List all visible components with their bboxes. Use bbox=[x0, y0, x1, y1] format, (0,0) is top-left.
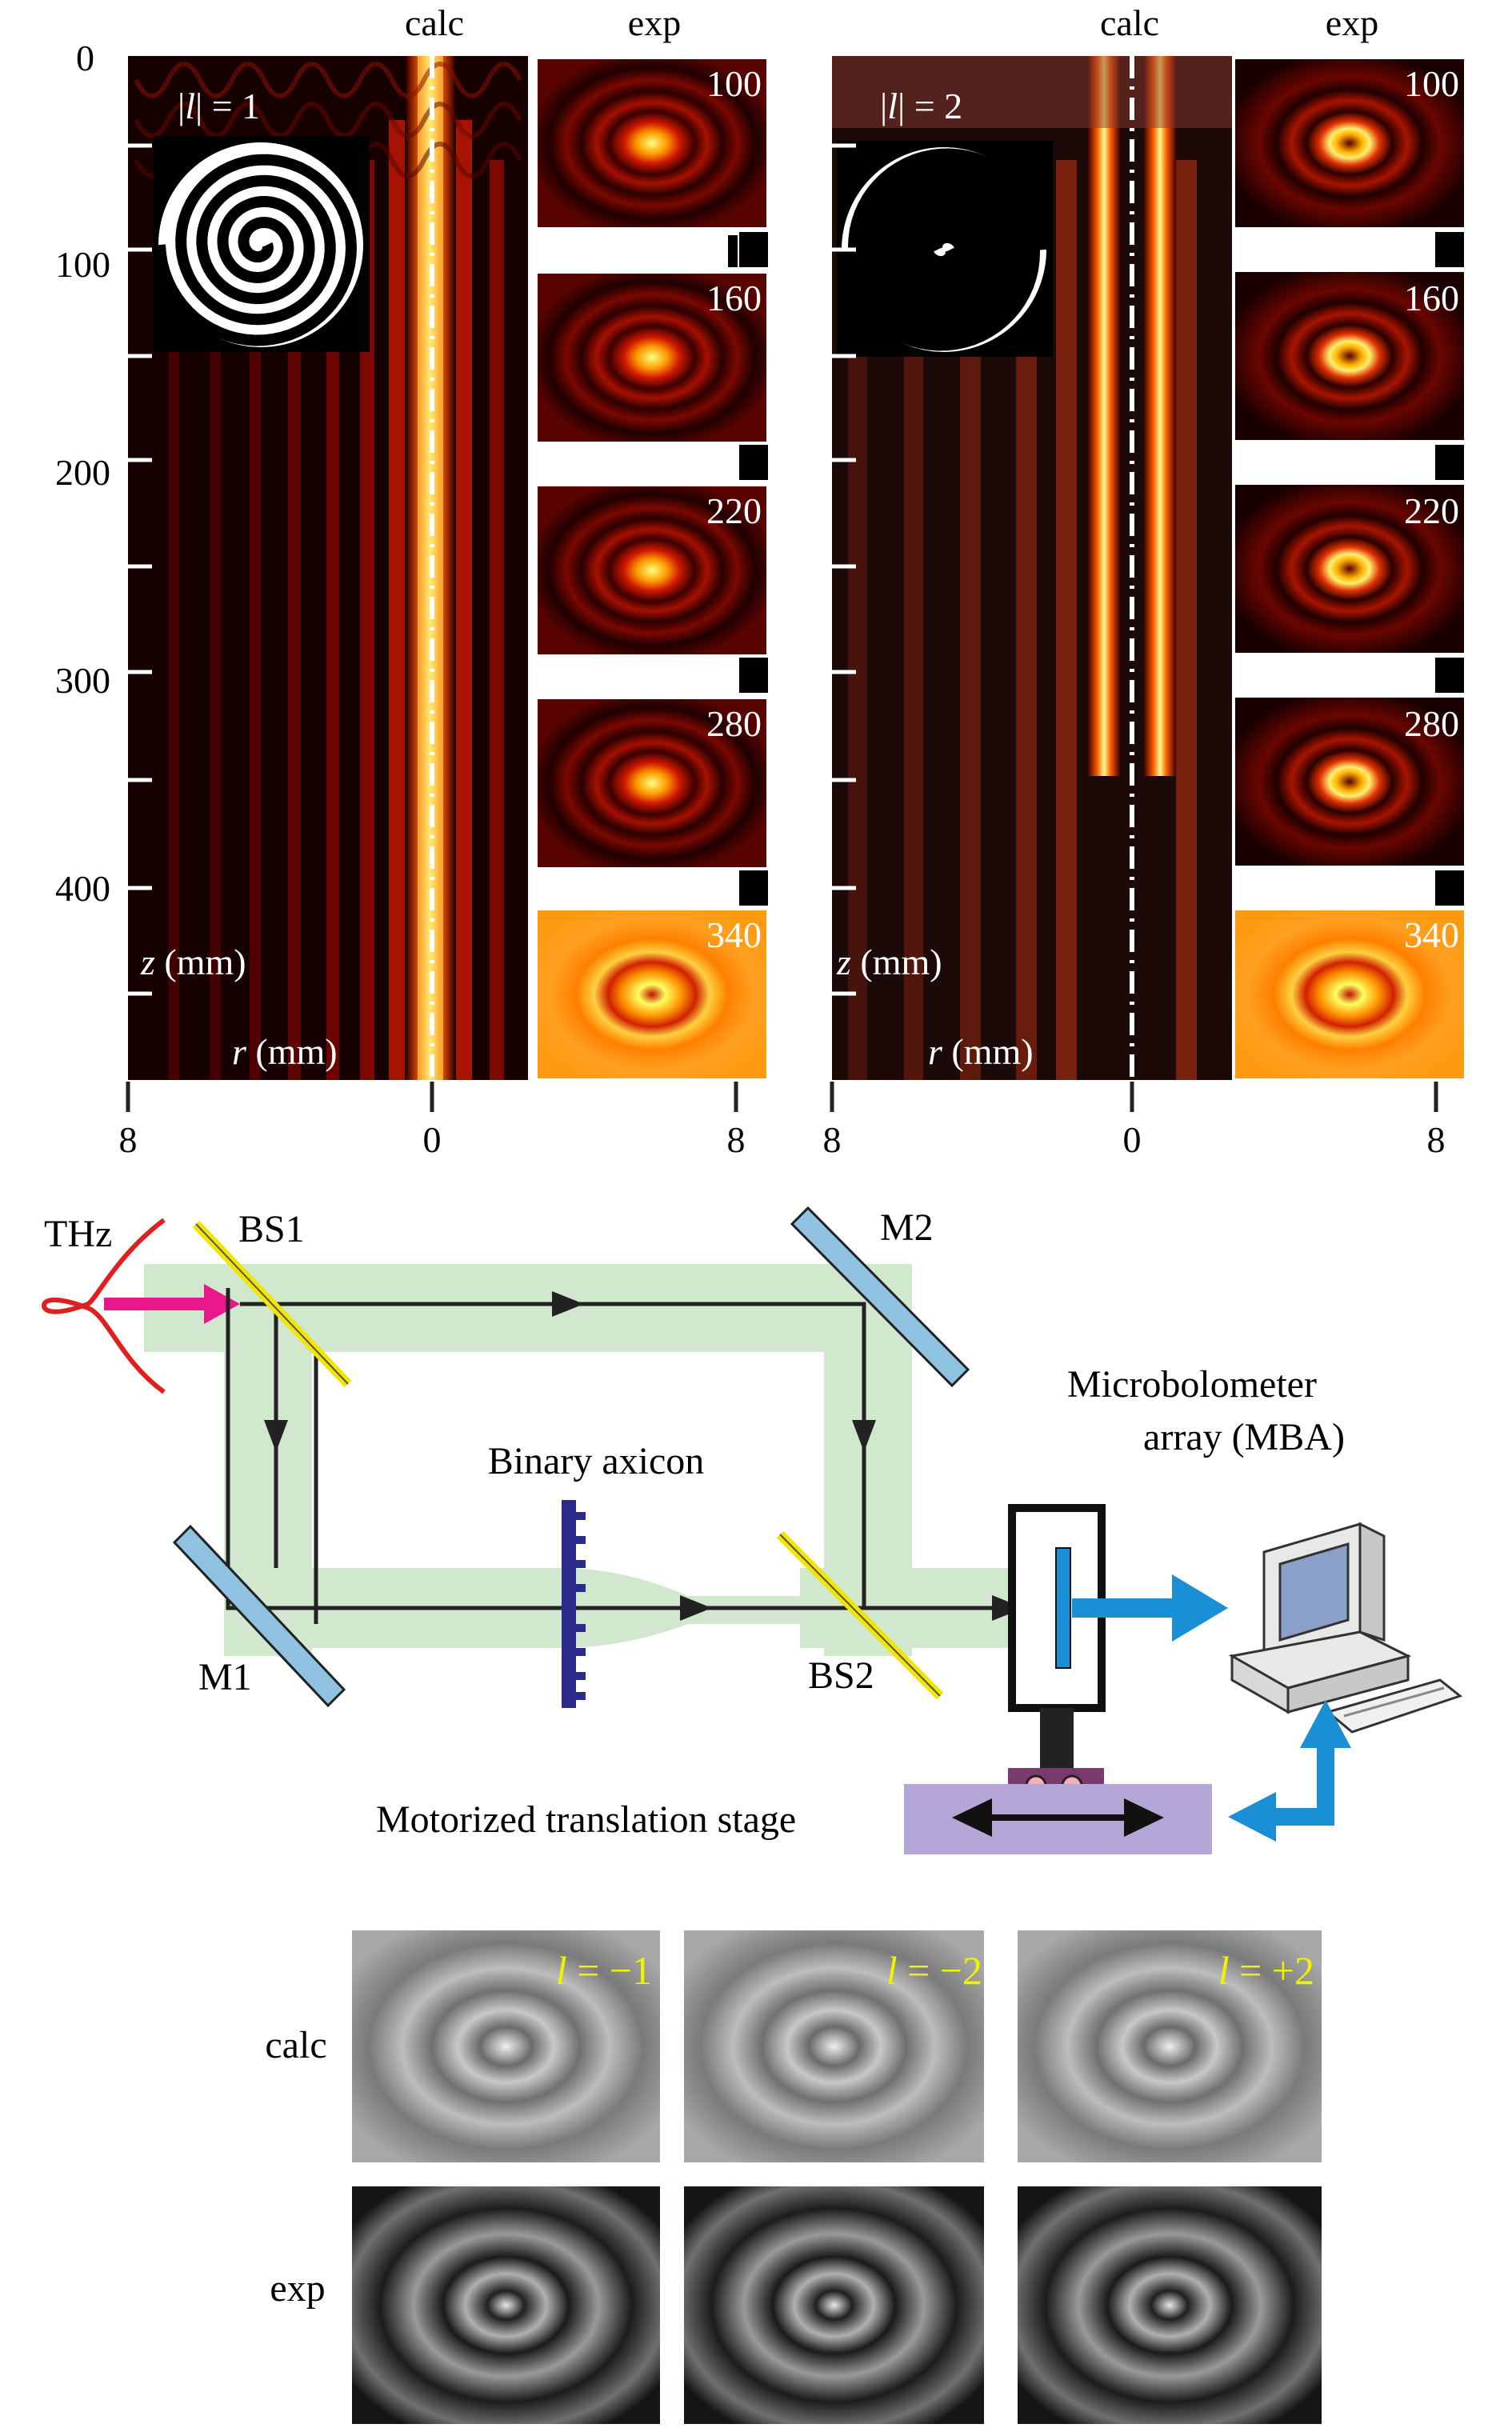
svg-text:l = −1: l = −1 bbox=[556, 1948, 652, 1993]
right-z-ticks bbox=[832, 143, 856, 996]
calc-panel-l-minus2: l = −2 bbox=[684, 1930, 984, 2162]
left-exp-inset-100: 100 bbox=[534, 56, 768, 267]
exp-panel-l-minus1 bbox=[352, 2186, 660, 2424]
svg-text:220: 220 bbox=[1404, 490, 1459, 531]
axicon-label: Binary axicon bbox=[488, 1440, 705, 1482]
right-exp-header: exp bbox=[1326, 2, 1378, 43]
bs2-label: BS2 bbox=[808, 1654, 874, 1697]
m2-label: M2 bbox=[880, 1206, 934, 1249]
stage-label: Motorized translation stage bbox=[376, 1798, 796, 1841]
left-z-axis-title: z (mm) bbox=[140, 942, 246, 982]
right-exp-inset-160: 160 bbox=[1232, 269, 1466, 443]
exp-panel-l-minus2 bbox=[684, 2186, 984, 2424]
left-r-tick-8a: 8 bbox=[119, 1119, 138, 1160]
z-tick-100: 100 bbox=[55, 244, 110, 285]
left-exp-inset-340: 340 bbox=[534, 907, 768, 1082]
bottom-exp-row bbox=[352, 2186, 1322, 2424]
left-r-tick-8b: 8 bbox=[727, 1119, 746, 1160]
left-r-axis: 8 0 8 bbox=[119, 1082, 746, 1160]
svg-text:100: 100 bbox=[1404, 63, 1459, 104]
left-r-tick-0: 0 bbox=[423, 1119, 442, 1160]
right-exp-inset-280: 280 bbox=[1232, 694, 1466, 869]
control-arrows bbox=[1228, 1700, 1351, 1842]
thz-pulse-curve bbox=[41, 1218, 166, 1394]
microbolometer-array bbox=[1008, 1504, 1106, 1797]
optical-setup: THz BS1 M2 bbox=[41, 1206, 1463, 1854]
left-exp-insets: 100 160 220 280 340 bbox=[534, 56, 768, 1082]
left-exp-header: exp bbox=[628, 2, 681, 43]
svg-text:220: 220 bbox=[706, 490, 762, 531]
translation-stage bbox=[904, 1784, 1212, 1854]
exp-panel-l-plus2 bbox=[1018, 2186, 1322, 2424]
right-r-tick-8a: 8 bbox=[823, 1119, 842, 1160]
left-spiral-mask bbox=[154, 136, 370, 352]
spiral-arm bbox=[154, 154, 358, 346]
left-calc-header: calc bbox=[405, 2, 464, 43]
svg-text:160: 160 bbox=[706, 278, 762, 318]
calc-panel-l-plus2: l = +2 bbox=[1018, 1930, 1322, 2162]
right-calc-header: calc bbox=[1100, 2, 1159, 43]
spiral-arm bbox=[838, 158, 1041, 351]
left-r-axis-title: r (mm) bbox=[232, 1031, 338, 1072]
svg-text:100: 100 bbox=[706, 63, 762, 104]
right-exp-inset-100: 100 bbox=[1232, 56, 1466, 230]
bottom-calc-row: l = −1 l = −2 l = +2 bbox=[352, 1930, 1322, 2162]
bottom-row-exp-label: exp bbox=[270, 2267, 325, 2310]
z-tick-0: 0 bbox=[76, 38, 94, 78]
data-cable-arrow bbox=[1072, 1574, 1228, 1642]
input-arrow bbox=[104, 1284, 240, 1324]
svg-text:l = +2: l = +2 bbox=[1218, 1948, 1314, 1993]
left-l-label: |l| = 1 bbox=[178, 86, 260, 126]
left-exp-inset-160: 160 bbox=[534, 270, 768, 445]
calc-panel-l-minus1: l = −1 bbox=[352, 1930, 660, 2162]
left-exp-inset-220: 220 bbox=[534, 483, 768, 658]
m1-label: M1 bbox=[198, 1656, 252, 1698]
mba-label-line2: array (MBA) bbox=[1143, 1416, 1345, 1458]
right-exp-insets: 100 160 220 280 340 bbox=[1232, 56, 1466, 1082]
z-tick-400: 400 bbox=[55, 868, 110, 909]
z-axis-labels: 0 100 200 300 400 bbox=[55, 38, 110, 909]
m2-mirror bbox=[790, 1206, 970, 1388]
right-l-label: |l| = 2 bbox=[880, 86, 962, 126]
mba-label-line1: Microbolometer bbox=[1067, 1363, 1317, 1406]
computer-icon bbox=[1228, 1522, 1463, 1734]
right-exp-inset-340: 340 bbox=[1232, 907, 1466, 1082]
thz-label: THz bbox=[44, 1213, 112, 1255]
spiral-arm bbox=[847, 148, 1050, 341]
right-r-axis: 8 0 8 bbox=[823, 1082, 1446, 1160]
left-exp-inset-280: 280 bbox=[534, 696, 768, 870]
right-spiral-mask bbox=[837, 141, 1053, 357]
left-z-ticks bbox=[128, 143, 152, 996]
svg-text:340: 340 bbox=[706, 914, 762, 955]
right-r-tick-8b: 8 bbox=[1427, 1119, 1446, 1160]
right-r-tick-0: 0 bbox=[1123, 1119, 1142, 1160]
svg-text:280: 280 bbox=[1404, 703, 1459, 744]
right-exp-inset-220: 220 bbox=[1232, 482, 1466, 656]
bs1-label: BS1 bbox=[238, 1208, 305, 1250]
m1-mirror bbox=[172, 1524, 346, 1708]
svg-text:160: 160 bbox=[1404, 278, 1459, 318]
bottom-row-calc-label: calc bbox=[265, 2024, 326, 2066]
z-tick-200: 200 bbox=[55, 452, 110, 493]
z-tick-300: 300 bbox=[55, 660, 110, 701]
binary-axicon bbox=[562, 1500, 586, 1708]
svg-text:l = −2: l = −2 bbox=[886, 1948, 982, 1993]
right-z-axis-title: z (mm) bbox=[836, 942, 942, 982]
svg-text:340: 340 bbox=[1404, 914, 1459, 955]
right-r-axis-title: r (mm) bbox=[928, 1031, 1034, 1072]
svg-text:280: 280 bbox=[706, 703, 762, 744]
